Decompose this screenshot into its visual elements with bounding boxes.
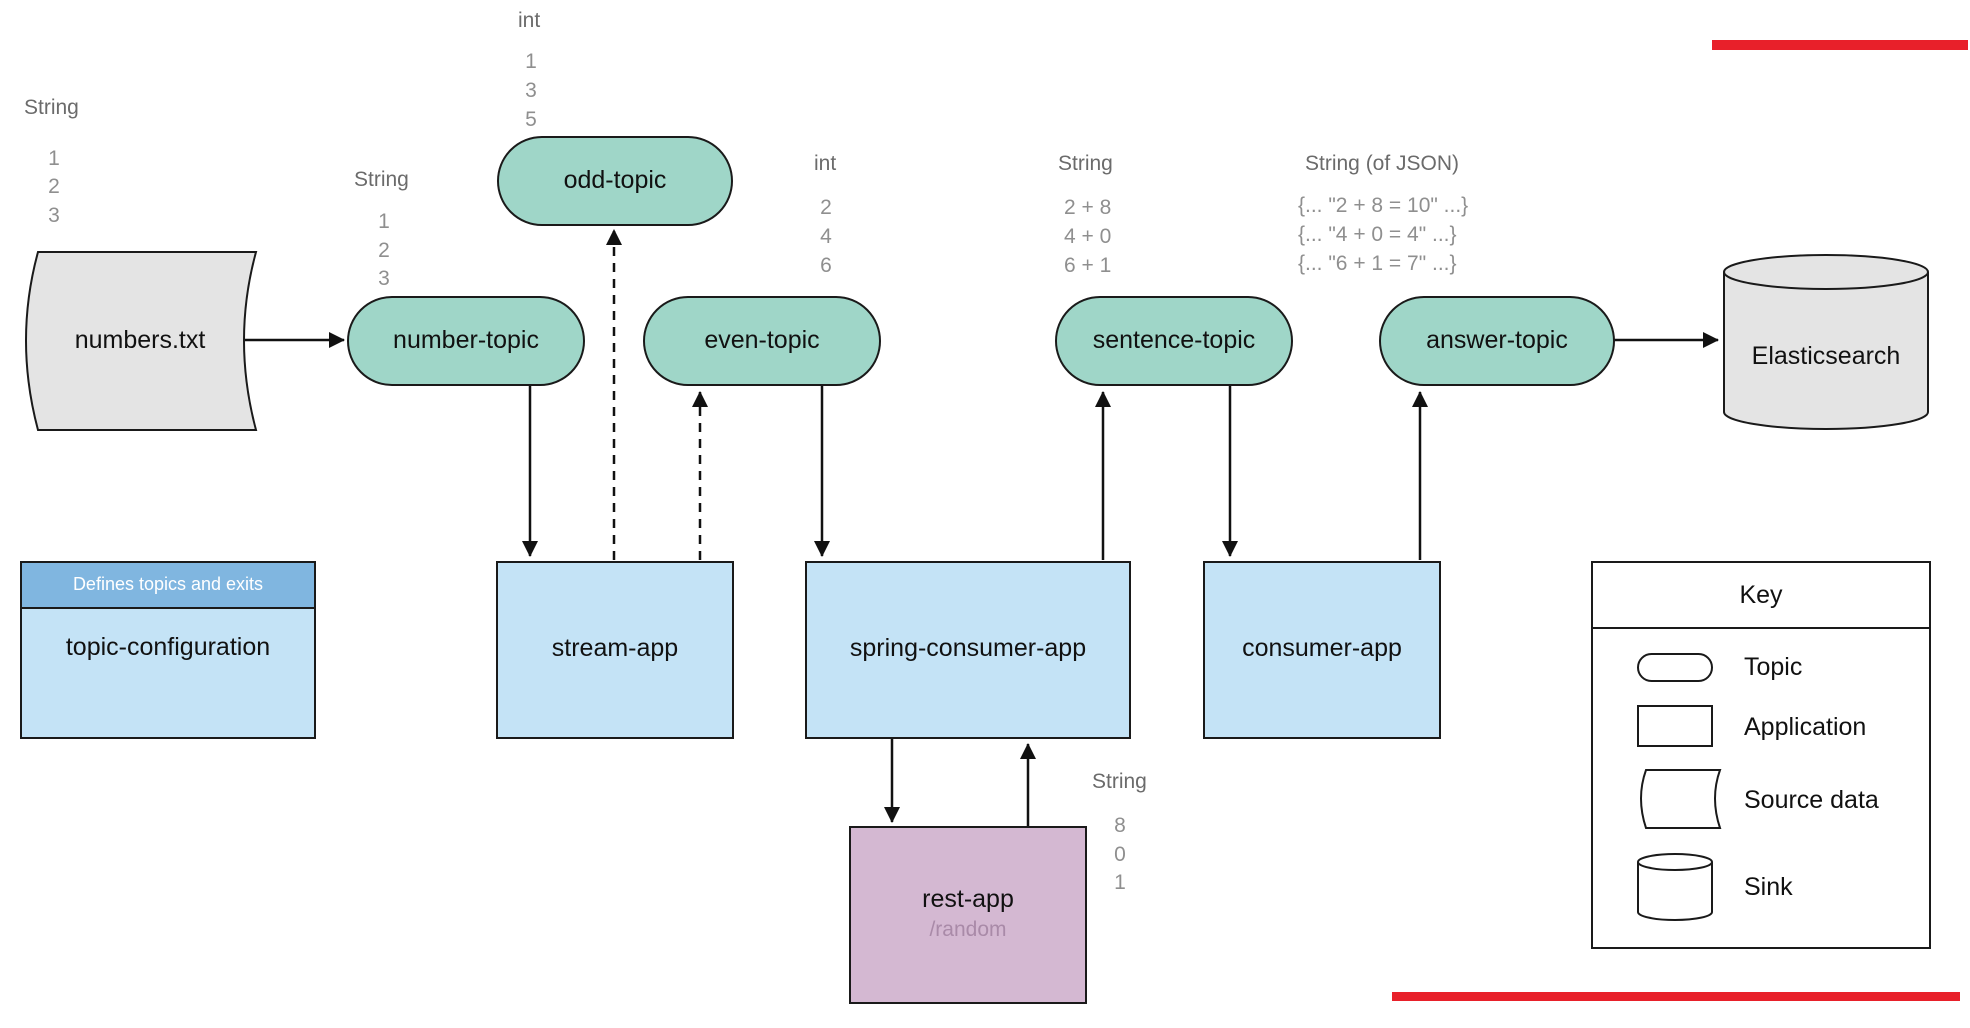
- odd-topic-value: 5: [525, 108, 537, 131]
- topic-configuration-header: [20, 561, 316, 609]
- rest-app-value: 0: [1114, 843, 1126, 866]
- consumer-app[interactable]: consumer-app: [1203, 561, 1441, 739]
- answer-topic-value: {... "6 + 1 = 7" ...}: [1298, 252, 1457, 275]
- rest-app[interactable]: rest-app /random: [849, 826, 1087, 1004]
- even-topic-label: even-topic: [704, 326, 819, 354]
- odd-topic-value: 1: [525, 50, 537, 73]
- rest-app-type: String: [1092, 770, 1147, 793]
- stream-app-label: stream-app: [552, 634, 678, 662]
- watermark-top: [1712, 40, 1968, 50]
- spring-consumer-app-label: spring-consumer-app: [850, 634, 1086, 662]
- sentence-topic-value: 4 + 0: [1064, 225, 1111, 248]
- odd-topic-label: odd-topic: [564, 166, 667, 194]
- sentence-topic-value: 6 + 1: [1064, 254, 1111, 277]
- source-value: 3: [48, 204, 60, 227]
- stream-app[interactable]: stream-app: [496, 561, 734, 739]
- odd-topic-value: 3: [525, 79, 537, 102]
- consumer-app-label: consumer-app: [1242, 634, 1402, 662]
- topic-configuration-header-label: Defines topics and exits: [73, 574, 263, 594]
- number-topic-value: 1: [378, 210, 390, 233]
- rest-app-label: rest-app: [922, 885, 1014, 913]
- sentence-topic-label: sentence-topic: [1093, 326, 1256, 354]
- even-topic[interactable]: even-topic: [643, 296, 881, 386]
- answer-topic-value: {... "2 + 8 = 10" ...}: [1298, 194, 1468, 217]
- number-topic-value: 3: [378, 267, 390, 290]
- even-topic-value: 6: [820, 254, 832, 277]
- odd-topic-type: int: [518, 9, 540, 32]
- spring-consumer-app[interactable]: spring-consumer-app: [805, 561, 1131, 739]
- rest-app-value: 1: [1114, 871, 1126, 894]
- sink-elasticsearch[interactable]: Elasticsearch: [1723, 254, 1929, 430]
- topic-configuration-label: topic-configuration: [66, 633, 270, 661]
- legend-sink-shape: [1637, 862, 1713, 921]
- legend-application-shape: [1637, 705, 1713, 747]
- source-value: 2: [48, 175, 60, 198]
- legend: Key Topic Application Source data Sink: [1591, 561, 1931, 949]
- answer-topic-type: String (of JSON): [1305, 152, 1459, 175]
- even-topic-type: int: [814, 152, 836, 175]
- legend-title: Key: [1739, 581, 1783, 609]
- sentence-topic[interactable]: sentence-topic: [1055, 296, 1293, 386]
- legend-source-label: Source data: [1744, 786, 1879, 814]
- watermark-bottom: [1392, 992, 1960, 1001]
- number-topic-value: 2: [378, 239, 390, 262]
- source-numbers-txt[interactable]: numbers.txt: [25, 251, 258, 431]
- sentence-topic-type: String: [1058, 152, 1113, 175]
- answer-topic-label: answer-topic: [1426, 326, 1568, 354]
- number-topic[interactable]: number-topic: [347, 296, 585, 386]
- number-topic-type: String: [354, 168, 409, 191]
- source-value: 1: [48, 147, 60, 170]
- answer-topic[interactable]: answer-topic: [1379, 296, 1615, 386]
- topic-configuration[interactable]: Defines topics and exits topic-configura…: [20, 561, 316, 739]
- legend-sink-label: Sink: [1744, 873, 1793, 901]
- rest-app-value: 8: [1114, 814, 1126, 837]
- answer-topic-value: {... "4 + 0 = 4" ...}: [1298, 223, 1457, 246]
- sink-label: Elasticsearch: [1752, 342, 1901, 370]
- sentence-topic-value: 2 + 8: [1064, 196, 1111, 219]
- legend-topic-label: Topic: [1744, 653, 1802, 681]
- legend-source-shape: [1640, 769, 1722, 829]
- even-topic-value: 4: [820, 225, 832, 248]
- rest-app-path: /random: [929, 918, 1006, 941]
- source-label: numbers.txt: [75, 326, 206, 354]
- even-topic-value: 2: [820, 196, 832, 219]
- source-type: String: [24, 96, 79, 119]
- legend-application-label: Application: [1744, 713, 1866, 741]
- legend-topic-shape: [1637, 653, 1713, 682]
- number-topic-label: number-topic: [393, 326, 539, 354]
- odd-topic[interactable]: odd-topic: [497, 136, 733, 226]
